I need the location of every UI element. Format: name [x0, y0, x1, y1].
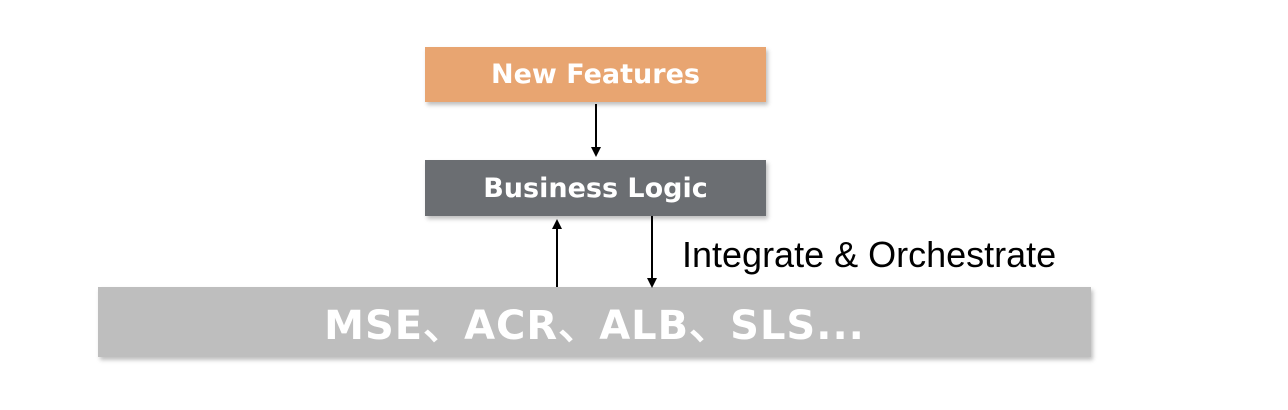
business-logic-label: Business Logic	[483, 172, 708, 204]
new-features-label: New Features	[491, 59, 700, 90]
platform-services-label: MSE、ACR、ALB、SLS...	[324, 303, 865, 349]
business-logic-box: Business Logic	[425, 160, 766, 216]
platform-services-box: MSE、ACR、ALB、SLS...	[98, 287, 1091, 357]
integrate-orchestrate-label: Integrate & Orchestrate	[682, 234, 1057, 275]
new-features-box: New Features	[425, 47, 766, 102]
